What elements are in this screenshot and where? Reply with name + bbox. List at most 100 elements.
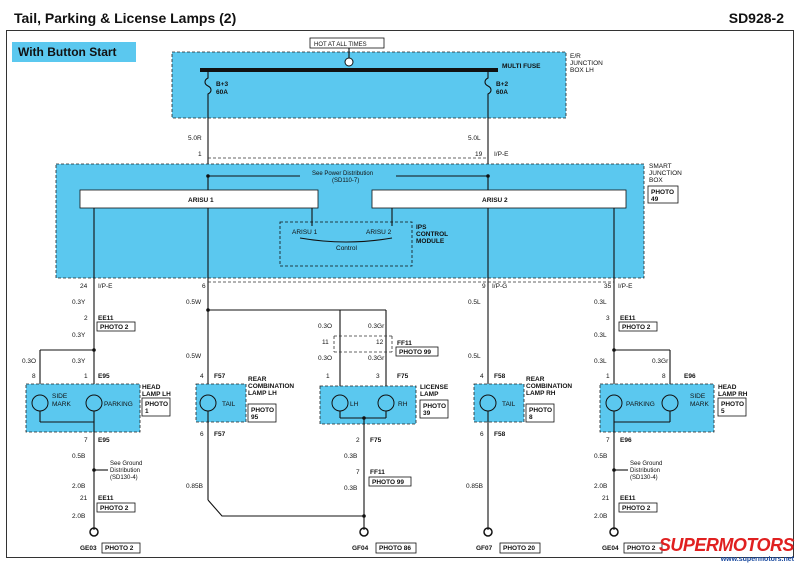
- svg-text:E96: E96: [684, 373, 696, 380]
- ips-control-module: [279, 221, 413, 267]
- arisu2-block: [371, 189, 627, 209]
- ground-ge04-icon: [609, 527, 619, 537]
- svg-text:0.3O: 0.3O: [22, 358, 36, 365]
- svg-text:PHOTO 99: PHOTO 99: [372, 479, 404, 486]
- svg-text:GE03: GE03: [80, 545, 97, 552]
- svg-text:PHOTO 99: PHOTO 99: [399, 349, 431, 356]
- svg-text:0.3Gr: 0.3Gr: [652, 358, 669, 365]
- svg-text:I/P-E: I/P-E: [494, 151, 509, 158]
- svg-text:TAIL: TAIL: [222, 401, 236, 408]
- fuse-b3-rating: 60A: [216, 89, 228, 96]
- svg-text:TAIL: TAIL: [502, 401, 516, 408]
- svg-text:9: 9: [482, 283, 486, 290]
- svg-text:11: 11: [322, 339, 329, 346]
- svg-text:ARISU 2: ARISU 2: [366, 229, 392, 236]
- svg-text:1: 1: [326, 373, 330, 380]
- multi-fuse-label: MULTI FUSE: [502, 63, 541, 70]
- svg-text:6: 6: [202, 283, 206, 290]
- svg-text:0.3O: 0.3O: [318, 355, 332, 362]
- svg-text:0.85B: 0.85B: [466, 483, 483, 490]
- svg-text:0.5W: 0.5W: [186, 299, 202, 306]
- arisu1-block: [79, 189, 319, 209]
- svg-text:PHOTO 86: PHOTO 86: [379, 545, 411, 552]
- svg-text:0.3L: 0.3L: [594, 332, 607, 339]
- svg-text:ARISU 1: ARISU 1: [292, 229, 318, 236]
- svg-text:EE11: EE11: [98, 495, 114, 502]
- svg-text:0.3O: 0.3O: [318, 323, 332, 330]
- svg-text:1: 1: [198, 151, 202, 158]
- svg-text:F58: F58: [494, 431, 506, 438]
- svg-text:F58: F58: [494, 373, 506, 380]
- svg-text:7: 7: [356, 469, 360, 476]
- svg-text:PHOTO 2: PHOTO 2: [622, 324, 651, 331]
- svg-text:8: 8: [32, 373, 36, 380]
- svg-text:1: 1: [84, 373, 88, 380]
- svg-text:EE11: EE11: [620, 495, 636, 502]
- power-distribution-note: See Power Distribution(SD110-7): [312, 171, 373, 184]
- svg-text:0.5W: 0.5W: [186, 353, 202, 360]
- svg-text:6: 6: [200, 431, 204, 438]
- hot-label: HOT AT ALL TIMES: [314, 42, 367, 48]
- svg-text:0.3Y: 0.3Y: [72, 332, 86, 339]
- fuse-b2-name: B+2: [496, 81, 508, 88]
- svg-text:I/P-G: I/P-G: [492, 283, 507, 290]
- head-lamp-lh: [25, 383, 141, 433]
- svg-text:GF04: GF04: [352, 545, 369, 552]
- svg-text:2: 2: [84, 315, 88, 322]
- svg-text:12: 12: [376, 339, 384, 346]
- svg-text:21: 21: [80, 495, 88, 502]
- svg-text:PHOTO 2: PHOTO 2: [100, 324, 129, 331]
- svg-text:E95: E95: [98, 437, 110, 444]
- svg-text:FF11: FF11: [370, 469, 385, 476]
- ground-gf07-icon: [483, 527, 493, 537]
- svg-text:7: 7: [606, 437, 610, 444]
- svg-text:EE11: EE11: [98, 315, 114, 322]
- wire-5-0r: 5.0R: [188, 135, 202, 142]
- svg-text:3: 3: [606, 315, 610, 322]
- watermark-logo: SUPERMOTORS: [658, 535, 795, 555]
- svg-text:PARKING: PARKING: [104, 401, 133, 408]
- er-junction-box: [171, 51, 567, 119]
- svg-text:4: 4: [200, 373, 204, 380]
- svg-text:24: 24: [80, 283, 88, 290]
- svg-text:RH: RH: [398, 401, 408, 408]
- svg-text:0.5L: 0.5L: [468, 353, 481, 360]
- svg-text:21: 21: [602, 495, 610, 502]
- svg-text:2.0B: 2.0B: [594, 513, 607, 520]
- ground-ge03-icon: [89, 527, 99, 537]
- svg-text:2: 2: [356, 437, 360, 444]
- diagram-frame: [6, 30, 794, 558]
- svg-text:PHOTO 2: PHOTO 2: [627, 545, 656, 552]
- svg-text:Control: Control: [336, 245, 358, 252]
- svg-text:I/P-E: I/P-E: [98, 283, 113, 290]
- svg-text:0.3L: 0.3L: [594, 299, 607, 306]
- svg-text:6: 6: [480, 431, 484, 438]
- svg-text:E95: E95: [98, 373, 110, 380]
- svg-text:0.5B: 0.5B: [594, 453, 607, 460]
- svg-text:GE04: GE04: [602, 545, 619, 552]
- svg-text:0.3Y: 0.3Y: [72, 299, 86, 306]
- fuse-b2-rating: 60A: [496, 89, 508, 96]
- fuse-b2-icon: [484, 70, 492, 102]
- svg-text:0.3B: 0.3B: [344, 453, 357, 460]
- variant-label: With Button Start: [18, 45, 117, 59]
- hot-junction-icon: [344, 57, 354, 67]
- svg-text:0.3Gr: 0.3Gr: [368, 355, 385, 362]
- wire-5-0l: 5.0L: [468, 135, 481, 142]
- svg-text:PARKING: PARKING: [626, 401, 655, 408]
- svg-text:F57: F57: [214, 373, 226, 380]
- head-lamp-rh: [599, 383, 715, 433]
